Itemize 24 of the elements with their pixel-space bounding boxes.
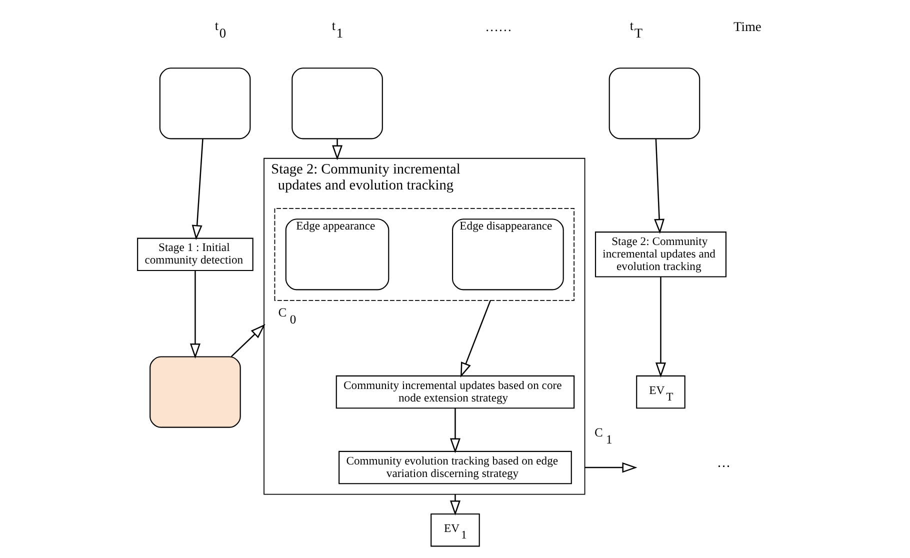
node-box: Stage 2: Community incremental updates and evolution tracking	[594, 232, 726, 278]
cluster	[274, 208, 575, 301]
node-box	[159, 68, 251, 140]
node-box: Edge disappearance	[452, 218, 564, 290]
node-box: Community incremental updates based on core node extension strategy	[336, 375, 575, 409]
arrow	[190, 270, 200, 359]
node-box	[150, 356, 241, 428]
arrow	[584, 462, 638, 473]
arrow	[450, 494, 460, 516]
node-box	[608, 68, 700, 140]
node-box	[292, 68, 383, 140]
arrow	[655, 276, 666, 378]
label: Time	[734, 19, 762, 34]
arrow	[230, 324, 266, 358]
arrow	[332, 138, 343, 160]
node-box: Stage 1 : Initial community detection	[137, 238, 254, 272]
arrow	[460, 300, 492, 378]
arrow	[192, 138, 204, 240]
label: ……	[485, 19, 512, 34]
label: ⋯	[717, 458, 730, 474]
node-box: Community evolution tracking based on edge variation discerning strategy	[338, 450, 572, 484]
node-box: Edge appearance	[285, 218, 390, 290]
arrow	[450, 408, 460, 454]
arrow	[654, 138, 665, 234]
